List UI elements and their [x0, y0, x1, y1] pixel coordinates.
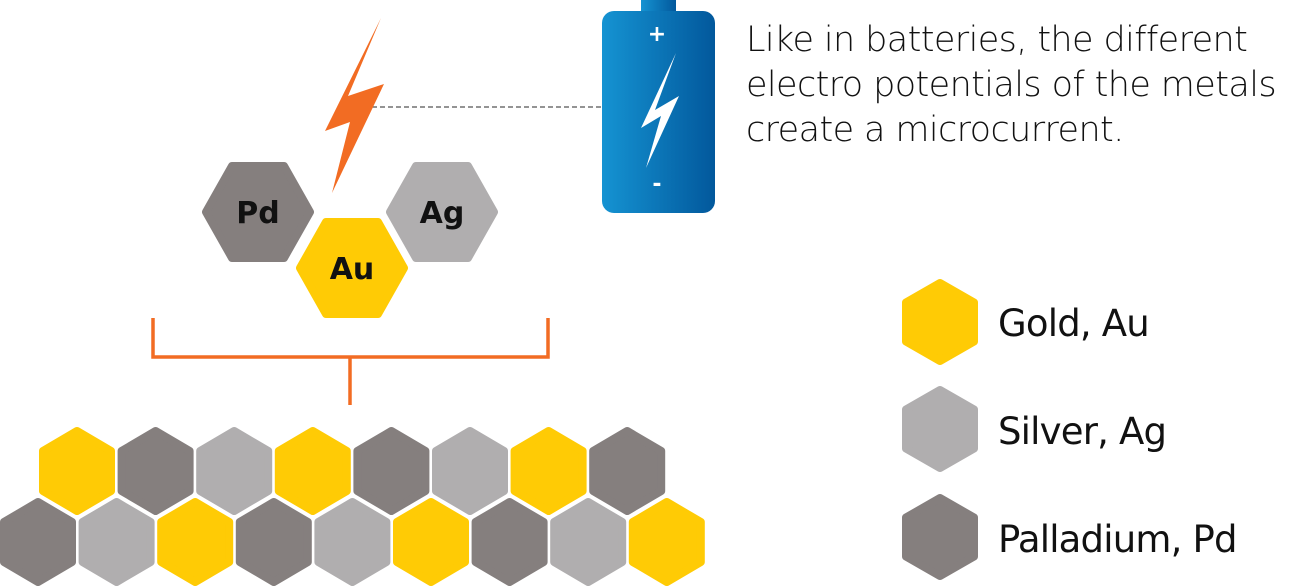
pattern-hex-gold: [157, 498, 234, 586]
pattern-hex-palladium: [0, 498, 76, 586]
battery-minus-symbol: -: [652, 172, 661, 197]
hex-silver: [386, 162, 498, 262]
legend-label-gold: Gold, Au: [998, 302, 1150, 345]
legend-label-silver: Silver, Ag: [998, 410, 1167, 453]
legend-label-palladium: Palladium, Pd: [998, 518, 1238, 561]
bracket-line: [151, 318, 550, 359]
pattern-hex-silver: [550, 498, 627, 586]
battery-icon: + -: [602, 0, 715, 213]
pattern-hex-silver: [432, 427, 508, 515]
hex-gold: [296, 218, 408, 318]
pattern-hex-palladium: [353, 427, 430, 515]
cluster-hex-palladium: Pd: [202, 162, 314, 262]
pattern-hex-gold: [628, 498, 705, 586]
element-symbol-silver: Ag: [420, 196, 465, 231]
legend-swatch-silver: [902, 386, 978, 472]
pattern-hex-gold: [274, 427, 351, 515]
pattern-hex-gold: [39, 427, 115, 515]
caption-text: Like in batteries, the different electro…: [746, 18, 1306, 153]
battery-plus-symbol: +: [648, 22, 666, 47]
caption-line: Like in batteries, the different: [746, 20, 1248, 60]
pattern-hex-silver: [314, 498, 391, 586]
legend-swatches: [902, 279, 978, 580]
bracket-connector: [151, 318, 550, 405]
caption-line: electro potentials of the metals: [746, 65, 1277, 105]
battery-lightning-bolt-icon: [641, 53, 679, 168]
pattern-hex-palladium: [235, 498, 312, 586]
element-symbol-gold: Au: [330, 252, 375, 287]
pattern-hex-palladium: [589, 427, 666, 515]
honeycomb-pattern: [0, 427, 705, 586]
pattern-hex-silver: [78, 498, 155, 586]
pattern-hex-palladium: [117, 427, 194, 515]
pattern-hex-gold: [510, 427, 587, 515]
battery-terminal: [641, 0, 676, 14]
caption-line: create a microcurrent.: [746, 110, 1124, 150]
hex-palladium: [202, 162, 314, 262]
cluster-hex-gold: Au: [296, 218, 408, 318]
cluster-hex-silver: Ag: [386, 162, 498, 262]
microcurrent-lightning-bolt-icon: [325, 18, 384, 193]
pattern-hex-silver: [196, 427, 273, 515]
pattern-hex-palladium: [471, 498, 548, 586]
legend-swatch-gold: [902, 279, 978, 365]
pattern-hex-gold: [393, 498, 469, 586]
element-symbol-palladium: Pd: [236, 196, 279, 231]
legend-swatch-palladium: [902, 494, 978, 580]
